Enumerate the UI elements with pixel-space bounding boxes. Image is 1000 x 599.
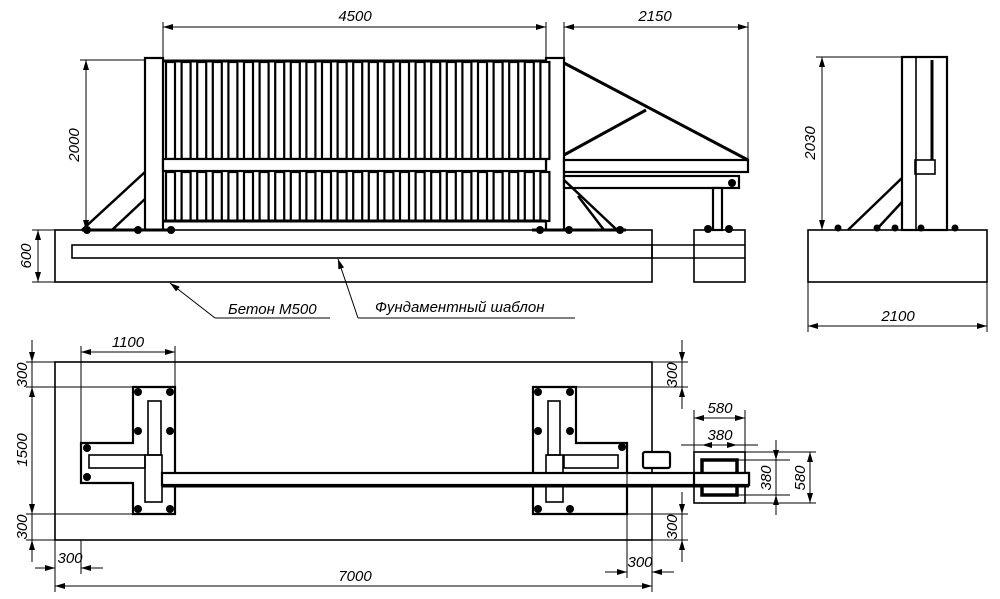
picket xyxy=(211,170,223,223)
dim-foundation-depth: 600 xyxy=(18,243,35,269)
dim-side-width: 2100 xyxy=(880,308,915,325)
picket xyxy=(164,170,177,223)
foundation-template xyxy=(71,244,653,259)
dim-plate-width: 1100 xyxy=(112,334,145,351)
picket xyxy=(367,170,379,223)
picket xyxy=(383,170,395,223)
picket xyxy=(430,60,442,161)
side-foundation xyxy=(807,229,988,283)
picket xyxy=(492,60,504,161)
left-post xyxy=(143,56,165,232)
dim-block-inner-width: 380 xyxy=(707,427,733,444)
picket xyxy=(289,170,301,223)
dim-side-height: 2030 xyxy=(802,126,819,161)
picket xyxy=(461,170,473,223)
dim-bottom-offset: 300 xyxy=(14,514,31,540)
picket xyxy=(492,170,504,223)
picket xyxy=(258,170,270,223)
picket xyxy=(305,170,317,223)
picket xyxy=(164,60,177,161)
counterweight-rail xyxy=(562,158,750,174)
picket xyxy=(476,170,489,223)
picket xyxy=(539,170,551,223)
picket xyxy=(523,60,535,161)
picket xyxy=(274,170,286,223)
picket xyxy=(258,60,270,161)
end-catcher xyxy=(641,450,672,470)
picket xyxy=(289,60,301,161)
picket xyxy=(336,170,348,223)
plan-anchor-bolts xyxy=(83,388,626,513)
picket xyxy=(414,170,426,223)
dim-total-length: 7000 xyxy=(338,568,372,585)
picket xyxy=(320,170,333,223)
picket xyxy=(414,60,426,161)
dim-left-offset: 300 xyxy=(57,550,83,567)
side-view: 2030 2100 xyxy=(802,55,988,332)
picket xyxy=(461,60,473,161)
bracket-diagonal xyxy=(563,61,749,162)
picket xyxy=(180,170,192,223)
picket xyxy=(336,60,348,161)
dim-right-offset: 300 xyxy=(627,554,653,571)
picket xyxy=(305,60,317,161)
roller-foundation xyxy=(693,229,746,283)
picket xyxy=(398,170,411,223)
dim-right-top: 300 xyxy=(664,362,681,388)
lower-beam xyxy=(562,174,741,190)
picket xyxy=(398,60,411,161)
picket xyxy=(445,60,457,161)
picket xyxy=(196,60,208,161)
picket xyxy=(476,60,489,161)
dim-gate-height: 2000 xyxy=(66,128,83,163)
gate-rail xyxy=(160,471,751,487)
picket xyxy=(211,60,223,161)
left-base-plate xyxy=(79,385,177,516)
picket xyxy=(523,170,535,223)
picket xyxy=(430,170,442,223)
label-template: Фундаментный шаблон xyxy=(375,299,544,316)
dim-block-outer-width: 580 xyxy=(707,400,733,417)
dim-top-offset: 300 xyxy=(14,362,31,388)
picket xyxy=(383,60,395,161)
picket xyxy=(242,170,255,223)
picket xyxy=(242,60,255,161)
picket xyxy=(320,60,333,161)
label-concrete: Бетон М500 xyxy=(228,301,317,318)
dim-gate-width: 4500 xyxy=(338,8,372,25)
concrete-foundation xyxy=(54,229,653,283)
picket xyxy=(352,170,364,223)
gate-panel xyxy=(164,60,551,223)
dim-block-inner-height: 380 xyxy=(758,465,775,491)
dim-block-outer-height: 580 xyxy=(792,465,809,491)
picket xyxy=(227,170,239,223)
picket xyxy=(180,60,192,161)
picket xyxy=(508,60,520,161)
plan-view: 1100 300 1500 300 300 7000 300 300 300 5… xyxy=(14,334,816,592)
dim-right-bottom: 300 xyxy=(664,514,681,540)
side-post xyxy=(900,55,949,232)
picket xyxy=(274,60,286,161)
dim-middle: 1500 xyxy=(14,433,31,467)
picket xyxy=(367,60,379,161)
picket xyxy=(352,60,364,161)
middle-rail xyxy=(161,157,548,173)
dim-counterweight: 2150 xyxy=(637,8,672,25)
picket xyxy=(196,170,208,223)
picket xyxy=(227,60,239,161)
right-base-plate xyxy=(531,385,629,516)
elevation-view: 4500 2150 2000 600 Бетон М500 Фундаментн… xyxy=(18,8,750,319)
picket xyxy=(508,170,520,223)
picket xyxy=(539,60,551,161)
picket xyxy=(445,170,457,223)
support-post xyxy=(711,186,724,232)
